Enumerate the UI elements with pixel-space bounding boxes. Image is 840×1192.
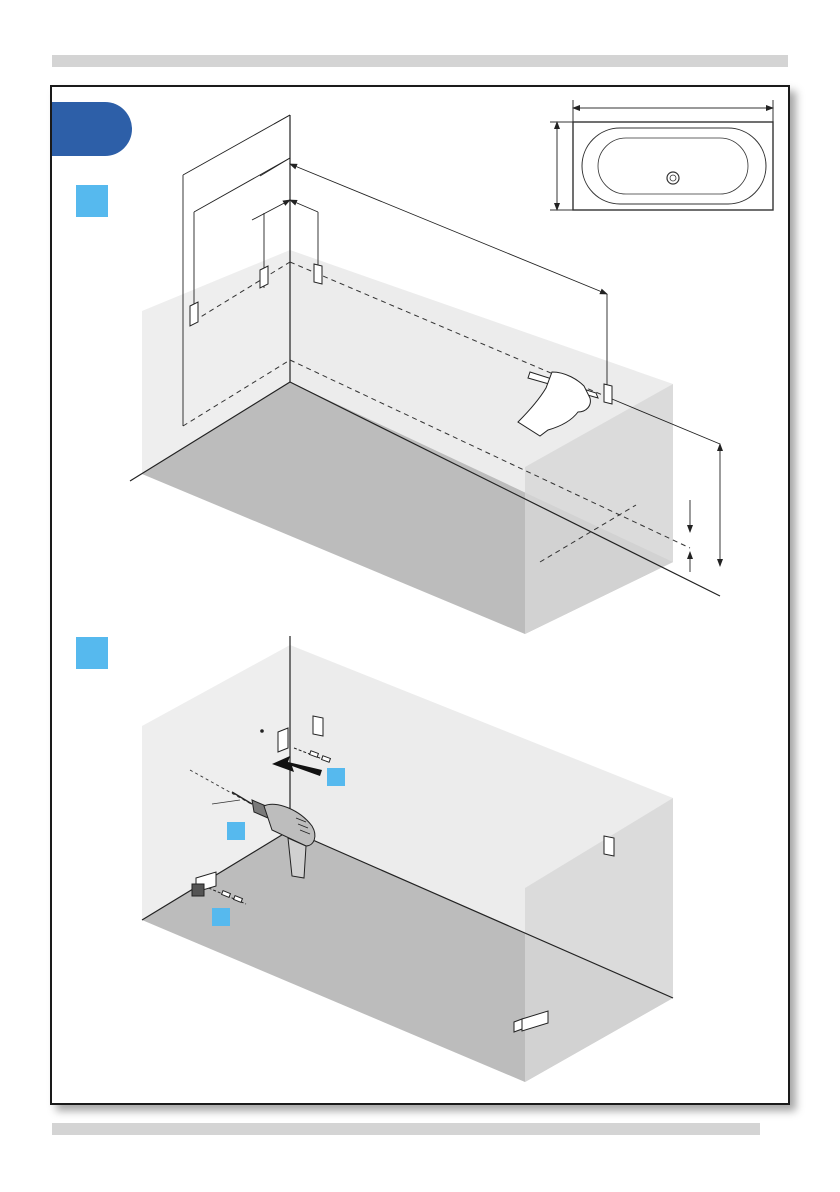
alcove-drilling-view: [142, 636, 673, 1082]
callout-marker-c: [212, 908, 230, 926]
callout-marker-a: [327, 768, 345, 786]
step-marker-2: [76, 637, 108, 669]
bottom-rule-bar: [52, 1123, 760, 1135]
bathtub-plan-icon: [550, 100, 773, 210]
step-marker-1: [76, 185, 108, 217]
callout-marker-b: [227, 822, 245, 840]
